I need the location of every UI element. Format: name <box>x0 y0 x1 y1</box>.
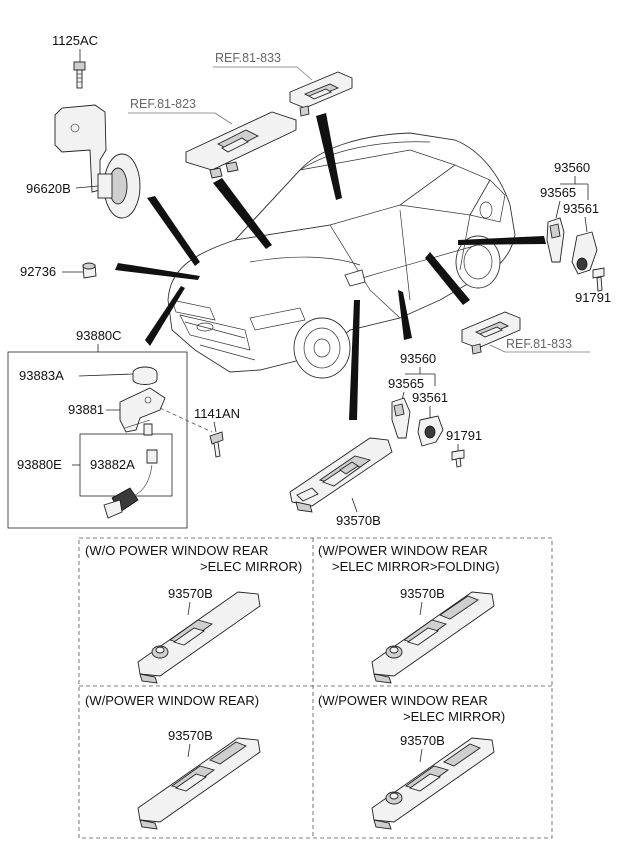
sensor-assembly-93880C: 93880C 93883A 93881 93880E 93882A <box>7 328 213 529</box>
switch-ref-823: REF.81-823 <box>128 97 297 179</box>
variant-3-title-line1: (W/POWER WINDOW REAR) <box>85 693 259 708</box>
label-91791-mid: 91791 <box>446 428 482 443</box>
variants-box <box>78 537 553 839</box>
variant-1-part: 93570B <box>168 586 213 601</box>
label-91791-top: 91791 <box>575 290 611 305</box>
label-ref-833-top: REF.81-833 <box>215 51 281 65</box>
variant-1-title-line2: >ELEC MIRROR) <box>200 559 302 574</box>
label-93565-top: 93565 <box>540 185 576 200</box>
variant-2-title-line1: (W/POWER WINDOW REAR <box>318 543 488 558</box>
variant-1: (W/O POWER WINDOW REAR >ELEC MIRROR) 935… <box>85 543 302 684</box>
switch-group-93560-top: 93560 93565 93561 91791 <box>540 160 611 305</box>
label-93560-mid: 93560 <box>400 351 436 366</box>
variant-2: (W/POWER WINDOW REAR >ELEC MIRROR>FOLDIN… <box>318 543 500 684</box>
label-92736: 92736 <box>20 264 56 279</box>
label-96620B: 96620B <box>26 181 71 196</box>
label-93880C: 93880C <box>76 328 122 343</box>
label-ref-823: REF.81-823 <box>130 97 196 111</box>
switch-group-93560-mid: 93560 93565 93561 91791 <box>388 351 482 468</box>
label-93560-top: 93560 <box>554 160 590 175</box>
label-93881: 93881 <box>68 402 104 417</box>
variant-4: (W/POWER WINDOW REAR >ELEC MIRROR) 93570… <box>318 693 505 830</box>
variant-2-part: 93570B <box>400 586 445 601</box>
variant-3-part: 93570B <box>168 728 213 743</box>
variant-1-title-line1: (W/O POWER WINDOW REAR <box>85 543 268 558</box>
main-switch-93570B: 93570B <box>289 437 393 528</box>
label-93561-mid: 93561 <box>412 390 448 405</box>
clip-92736: 92736 <box>20 262 97 279</box>
label-93883A: 93883A <box>19 368 64 383</box>
screw-1141AN: 1141AN <box>194 406 240 458</box>
switch-ref-833-right: REF.81-833 <box>461 311 590 355</box>
label-93565-mid: 93565 <box>388 376 424 391</box>
label-93882A: 93882A <box>90 457 135 472</box>
label-1141AN: 1141AN <box>194 406 240 421</box>
variant-4-title-line2: >ELEC MIRROR) <box>403 709 505 724</box>
leader-pointers <box>115 113 546 420</box>
car-illustration <box>167 132 516 379</box>
label-93570B-main: 93570B <box>336 513 381 528</box>
variant-4-part: 93570B <box>400 733 445 748</box>
variant-3: (W/POWER WINDOW REAR) 93570B <box>85 693 261 830</box>
label-1125AC: 1125AC <box>52 33 98 48</box>
variant-4-title-line1: (W/POWER WINDOW REAR <box>318 693 488 708</box>
label-ref-833-right: REF.81-833 <box>506 337 572 351</box>
label-93561-top: 93561 <box>563 201 599 216</box>
label-93880E: 93880E <box>17 457 62 472</box>
variant-2-title-line2: >ELEC MIRROR>FOLDING) <box>332 559 500 574</box>
horn-assembly: 1125AC 96620B <box>26 33 141 219</box>
switch-ref-833-top: REF.81-833 <box>213 51 353 117</box>
